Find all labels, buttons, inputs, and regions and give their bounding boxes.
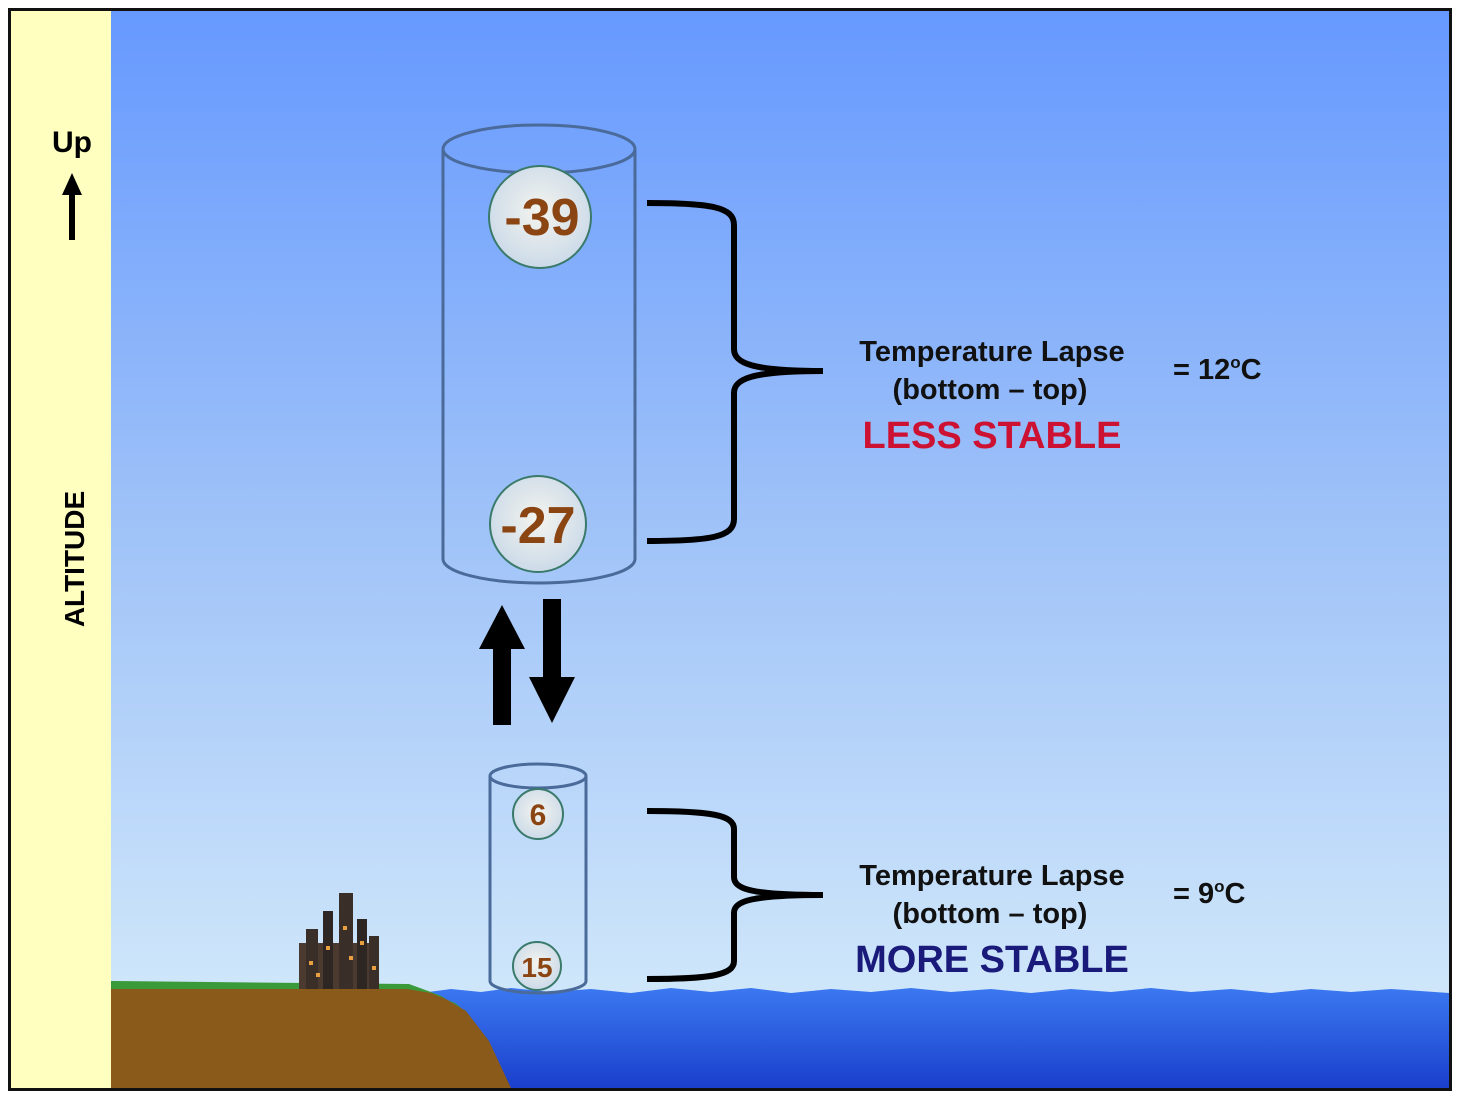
upper-lapse-value: = 12oC: [1173, 353, 1262, 386]
diagram-canvas: Up ALTITUDE -39 -27 Tempera: [11, 11, 1449, 1088]
altitude-label: ALTITUDE: [59, 491, 90, 627]
up-down-exchange-arrows: [479, 599, 575, 725]
upper-bottom-temp-bubble: -27: [489, 475, 587, 573]
lower-lapse-value: = 9oC: [1173, 877, 1246, 910]
sea: [421, 988, 1449, 1088]
lower-lapse-line2: (bottom – top): [893, 898, 1088, 930]
land: [111, 983, 511, 1088]
sky-background: [111, 11, 1449, 1088]
more-stable-label: MORE STABLE: [855, 939, 1129, 981]
up-arrow-icon: [62, 173, 82, 240]
lower-bottom-temp: 15: [521, 952, 552, 983]
lower-brace: [646, 808, 824, 982]
upper-brace: [646, 200, 824, 544]
diagram-frame: [8, 8, 1452, 1091]
upper-top-temp-bubble: -39: [488, 165, 592, 269]
upper-lapse-line2: (bottom – top): [893, 374, 1088, 406]
up-label: Up: [52, 126, 92, 159]
lower-top-temp-bubble: 6: [512, 788, 564, 840]
city-icon: [299, 893, 379, 989]
lower-bottom-temp-bubble: 15: [512, 941, 562, 991]
altitude-bar: [11, 11, 111, 1088]
lower-lapse-line1: Temperature Lapse: [859, 860, 1124, 892]
lower-top-temp: 6: [530, 799, 547, 832]
upper-top-temp: -39: [504, 189, 579, 247]
less-stable-label: LESS STABLE: [863, 415, 1122, 457]
upper-bottom-temp: -27: [500, 497, 575, 555]
upper-lapse-line1: Temperature Lapse: [859, 336, 1124, 368]
